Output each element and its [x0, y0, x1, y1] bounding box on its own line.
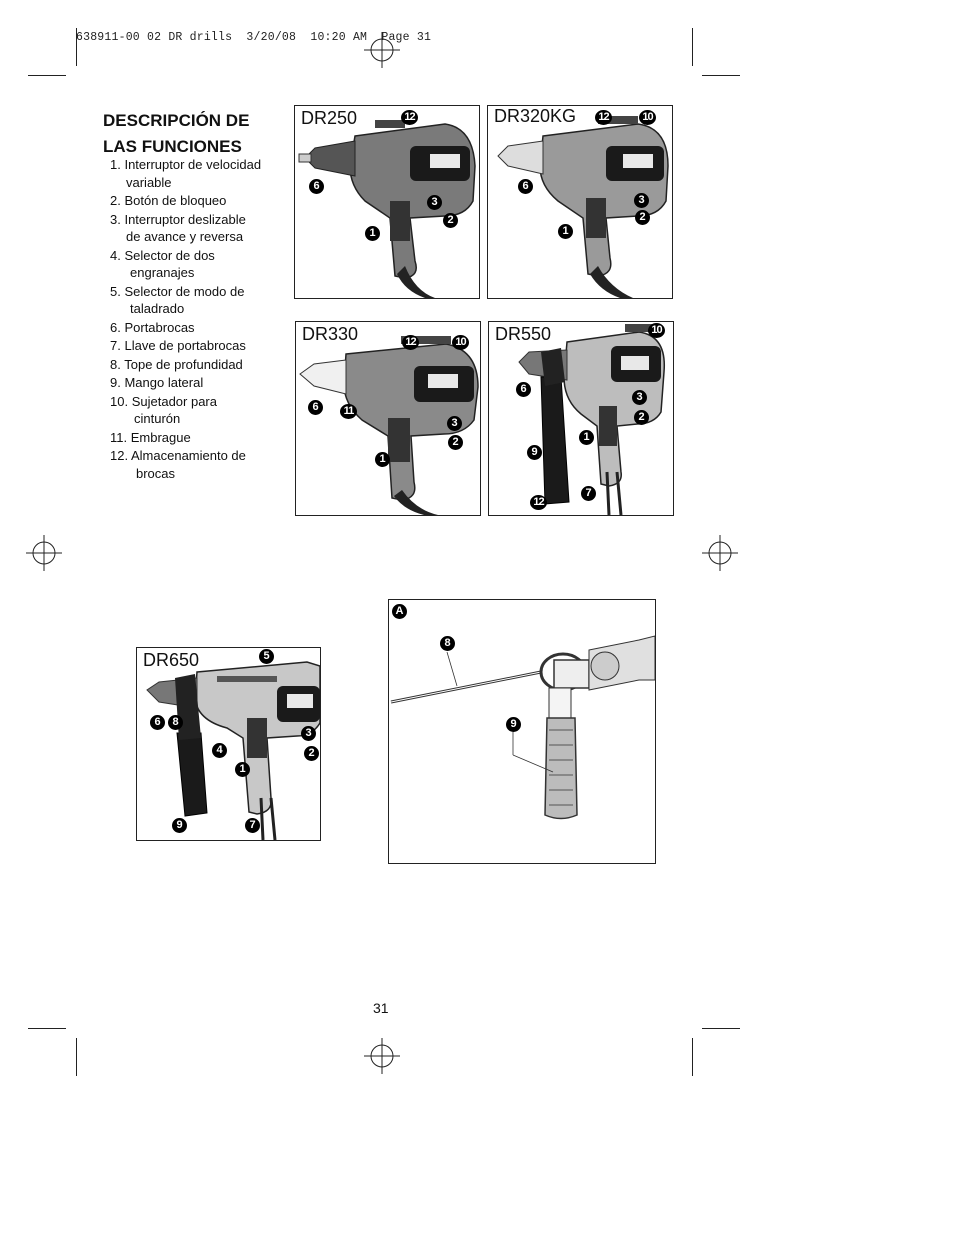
callout-12: 12	[401, 110, 418, 125]
section-title: DESCRIPCIÓN DE LAS FUNCIONES	[103, 108, 293, 160]
callout-11: 11	[340, 404, 357, 419]
callout-10: 10	[648, 323, 665, 338]
drill-panel-dr550: DR550 10 6 3 2 1 9 7 12	[488, 321, 674, 516]
callout-6: 6	[309, 179, 324, 194]
registration-mark-icon	[702, 535, 738, 571]
callout-5: 5	[259, 649, 274, 664]
panel-label: DR330	[302, 324, 359, 344]
crop-mark	[702, 1028, 740, 1029]
registration-mark-icon	[364, 32, 400, 68]
callout-6: 6	[516, 382, 531, 397]
callout-12: 12	[530, 495, 547, 510]
list-item: 6. Portabrocas	[110, 319, 195, 335]
callout-3: 3	[634, 193, 649, 208]
callout-9: 9	[506, 717, 521, 732]
registration-mark-icon	[364, 1038, 400, 1074]
callout-2: 2	[304, 746, 319, 761]
crop-mark	[692, 1038, 693, 1076]
list-item: 8. Tope de profundidad	[110, 356, 243, 372]
callout-3: 3	[301, 726, 316, 741]
list-item: 7. Llave de portabrocas	[110, 338, 246, 353]
drill-panel-dr650: DR650 5 6 8 3 4 2 1 9 7	[136, 647, 321, 841]
title-line-1: DESCRIPCIÓN DE	[103, 111, 250, 130]
crop-mark	[76, 1038, 77, 1076]
callout-4: 4	[212, 743, 227, 758]
callout-2: 2	[634, 410, 649, 425]
drill-illustration-icon	[299, 336, 479, 515]
crop-mark	[702, 75, 740, 76]
crop-mark	[76, 28, 77, 66]
callout-3: 3	[427, 195, 442, 210]
callout-7: 7	[581, 486, 596, 501]
drill-illustration-icon	[146, 661, 320, 840]
side-handle-depth-stop-illustration-icon	[390, 635, 655, 820]
callout-9: 9	[172, 818, 187, 833]
callout-9: 9	[527, 445, 542, 460]
list-item: 11. Embrague	[110, 429, 191, 445]
callout-6: 6	[150, 715, 165, 730]
list-item: 9. Mango lateral	[110, 375, 204, 390]
crop-mark	[28, 1028, 66, 1029]
callout-8: 8	[440, 636, 455, 651]
drill-panel-dr320kg: DR320KG 12 10 6 3 2 1	[487, 105, 673, 299]
callout-10: 10	[452, 335, 469, 350]
callout-12: 12	[595, 110, 612, 125]
callout-1: 1	[375, 452, 390, 467]
list-item: 2. Botón de bloqueo	[110, 193, 227, 208]
crop-mark	[28, 75, 66, 76]
figure-label: A	[392, 604, 407, 619]
callout-1: 1	[365, 226, 380, 241]
callout-12: 12	[402, 335, 419, 350]
drill-panel-dr330: DR330 12 10 6 11 3 2 1	[295, 321, 481, 516]
panel-label: DR650	[143, 650, 200, 670]
callout-1: 1	[579, 430, 594, 445]
crop-mark	[692, 28, 693, 66]
registration-mark-icon	[26, 535, 62, 571]
callout-10: 10	[639, 110, 656, 125]
callout-3: 3	[447, 416, 462, 431]
callout-6: 6	[308, 400, 323, 415]
panel-label: DR320KG	[494, 106, 577, 126]
callout-1: 1	[235, 762, 250, 777]
figure-a-panel: A 8 9	[388, 599, 656, 864]
callout-6: 6	[518, 179, 533, 194]
callout-3: 3	[632, 390, 647, 405]
callout-2: 2	[448, 435, 463, 450]
panel-label: DR250	[301, 108, 358, 128]
drill-illustration-icon	[518, 324, 666, 515]
drill-illustration-icon	[497, 116, 669, 298]
callout-2: 2	[443, 213, 458, 228]
page-number: 31	[373, 1000, 389, 1016]
panel-label: DR550	[495, 324, 552, 344]
drill-panel-dr250: DR250 12 6 3 2 1	[294, 105, 480, 299]
callout-8: 8	[168, 715, 183, 730]
title-line-2: LAS FUNCIONES	[103, 137, 242, 156]
drill-illustration-icon	[298, 120, 476, 298]
callout-1: 1	[558, 224, 573, 239]
callout-2: 2	[635, 210, 650, 225]
callout-7: 7	[245, 818, 260, 833]
